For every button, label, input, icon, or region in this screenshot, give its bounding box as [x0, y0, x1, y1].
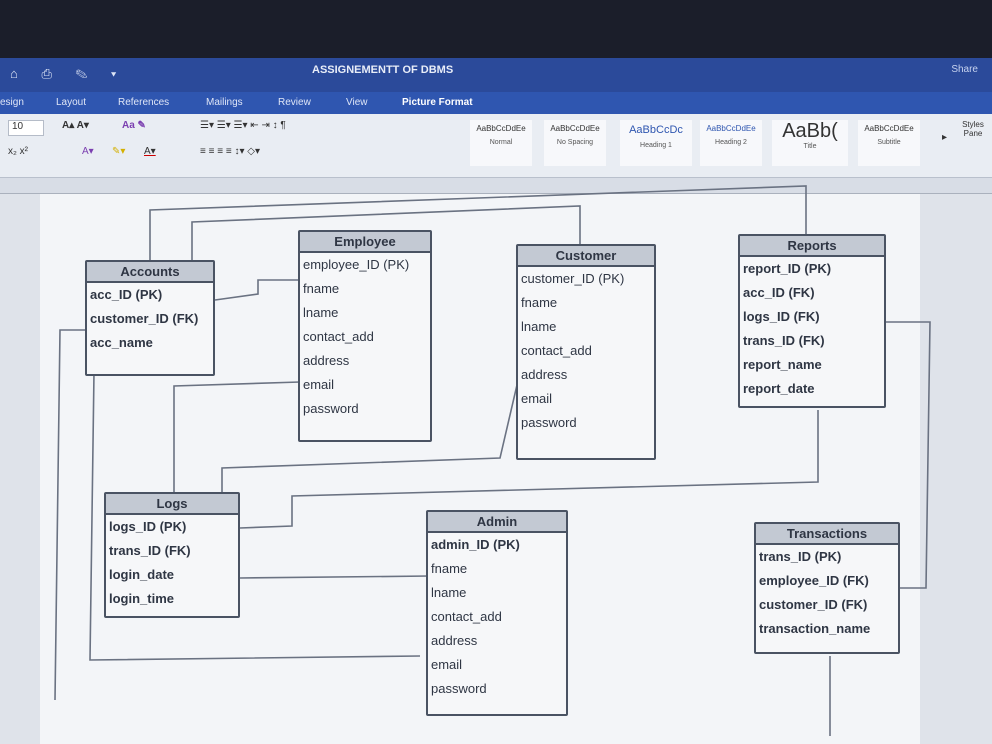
entity-title: Employee — [300, 232, 430, 253]
entity-field: contact_add — [521, 343, 592, 358]
entity-field: employee_ID (PK) — [303, 257, 410, 272]
tab-review[interactable]: Review — [278, 97, 311, 108]
tab-view[interactable]: View — [346, 97, 368, 108]
highlight-icon[interactable]: ✎▾ — [112, 146, 126, 157]
entity-field: acc_ID (PK) — [90, 287, 163, 302]
entity-field: customer_ID (PK) — [521, 271, 625, 286]
entity-field: trans_ID (FK) — [109, 543, 191, 558]
styles-gallery-arrow-icon[interactable]: ▸ — [942, 132, 948, 143]
entity-field: lname — [303, 305, 339, 320]
entity-field: customer_ID (FK) — [90, 311, 199, 326]
ribbon-tabs: esign Layout References Mailings Review … — [0, 92, 992, 114]
entity-field: email — [521, 391, 553, 406]
align-icon[interactable]: ≡ ≡ ≡ ≡ ↕▾ ◇▾ — [200, 146, 260, 157]
ribbon: 10 A▴ A▾ Aa ✎ x₂ x² A▾ ✎▾ A▾ ☰▾ ☰▾ ☰▾ ⇤ … — [0, 114, 992, 178]
entity-customer[interactable]: Customer customer_ID (PK) fname lname co… — [516, 244, 656, 460]
entity-field: email — [431, 657, 463, 672]
entity-field: address — [431, 633, 478, 648]
subscript-button[interactable]: x₂ x² — [8, 146, 28, 157]
style-heading-2[interactable]: AaBbCcDdEe Heading 2 — [700, 120, 762, 166]
tab-references[interactable]: References — [118, 97, 170, 108]
entity-field: lname — [521, 319, 557, 334]
entity-field: address — [521, 367, 568, 382]
entity-admin[interactable]: Admin admin_ID (PK) fname lname contact_… — [426, 510, 568, 716]
entity-reports[interactable]: Reports report_ID (PK) acc_ID (FK) logs_… — [738, 234, 886, 408]
entity-field: acc_ID (FK) — [743, 285, 815, 300]
entity-field: customer_ID (FK) — [759, 597, 868, 612]
entity-accounts[interactable]: Accounts acc_ID (PK) customer_ID (FK) ac… — [85, 260, 215, 376]
entity-title: Admin — [428, 512, 566, 533]
document-title: ASSIGNEMENTT OF DBMS — [312, 64, 454, 76]
entity-field: fname — [521, 295, 558, 310]
text-effects-icon[interactable]: A▾ — [82, 146, 94, 157]
entity-field: contact_add — [431, 609, 502, 624]
entity-title: Logs — [106, 494, 238, 515]
entity-field: logs_ID (FK) — [743, 309, 820, 324]
entity-field: email — [303, 377, 335, 392]
entity-field: trans_ID (FK) — [743, 333, 825, 348]
clear-format-icon[interactable]: Aa ✎ — [122, 120, 146, 131]
entity-field: fname — [431, 561, 468, 576]
entity-field: contact_add — [303, 329, 374, 344]
styles-pane-button[interactable]: Styles Pane — [962, 120, 984, 138]
tab-layout[interactable]: Layout — [56, 97, 87, 108]
entity-field: trans_ID (PK) — [759, 549, 842, 564]
share-button[interactable]: Share — [951, 64, 978, 75]
entity-field: employee_ID (FK) — [759, 573, 869, 588]
entity-title: Accounts — [87, 262, 213, 283]
entity-field: transaction_name — [759, 621, 871, 636]
entity-field: lname — [431, 585, 467, 600]
style-heading-1[interactable]: AaBbCcDc Heading 1 — [620, 120, 692, 166]
entity-field: report_date — [743, 381, 815, 396]
style-title[interactable]: AaBb( Title — [772, 120, 848, 166]
quick-access-toolbar[interactable]: ⌂ ⎙ ✎ ▾ — [10, 66, 127, 81]
style-no-spacing[interactable]: AaBbCcDdEe No Spacing — [544, 120, 606, 166]
entity-field: admin_ID (PK) — [431, 537, 520, 552]
entity-field: report_name — [743, 357, 822, 372]
entity-title: Reports — [740, 236, 884, 257]
entity-field: report_ID (PK) — [743, 261, 832, 276]
entity-field: address — [303, 353, 350, 368]
entity-transactions[interactable]: Transactions trans_ID (PK) employee_ID (… — [754, 522, 900, 654]
bullets-icon[interactable]: ☰▾ ☰▾ ☰▾ ⇤ ⇥ ↕ ¶ — [200, 120, 286, 131]
entity-field: logs_ID (PK) — [109, 519, 187, 534]
tab-picture-format[interactable]: Picture Format — [402, 97, 473, 108]
entity-field: password — [303, 401, 359, 416]
font-size-select[interactable]: 10 — [8, 120, 44, 136]
entity-logs[interactable]: Logs logs_ID (PK) trans_ID (FK) login_da… — [104, 492, 240, 618]
entity-employee[interactable]: Employee employee_ID (PK) fname lname co… — [298, 230, 432, 442]
entity-title: Customer — [518, 246, 654, 267]
entity-field: fname — [303, 281, 340, 296]
entity-field: login_date — [109, 567, 175, 582]
entity-title: Transactions — [756, 524, 898, 545]
font-color-icon[interactable]: A▾ — [144, 146, 156, 157]
entity-field: password — [521, 415, 577, 430]
title-bar: ⌂ ⎙ ✎ ▾ ASSIGNEMENTT OF DBMS Share — [0, 58, 992, 92]
tab-mailings[interactable]: Mailings — [206, 97, 243, 108]
entity-field: password — [431, 681, 487, 696]
entity-field: login_time — [109, 591, 175, 606]
grow-font-button[interactable]: A▴ A▾ — [62, 120, 89, 131]
style-subtitle[interactable]: AaBbCcDdEe Subtitle — [858, 120, 920, 166]
tab-design[interactable]: esign — [0, 97, 24, 108]
entity-field: acc_name — [90, 335, 153, 350]
style-normal[interactable]: AaBbCcDdEe Normal — [470, 120, 532, 166]
horizontal-ruler[interactable] — [0, 178, 992, 194]
